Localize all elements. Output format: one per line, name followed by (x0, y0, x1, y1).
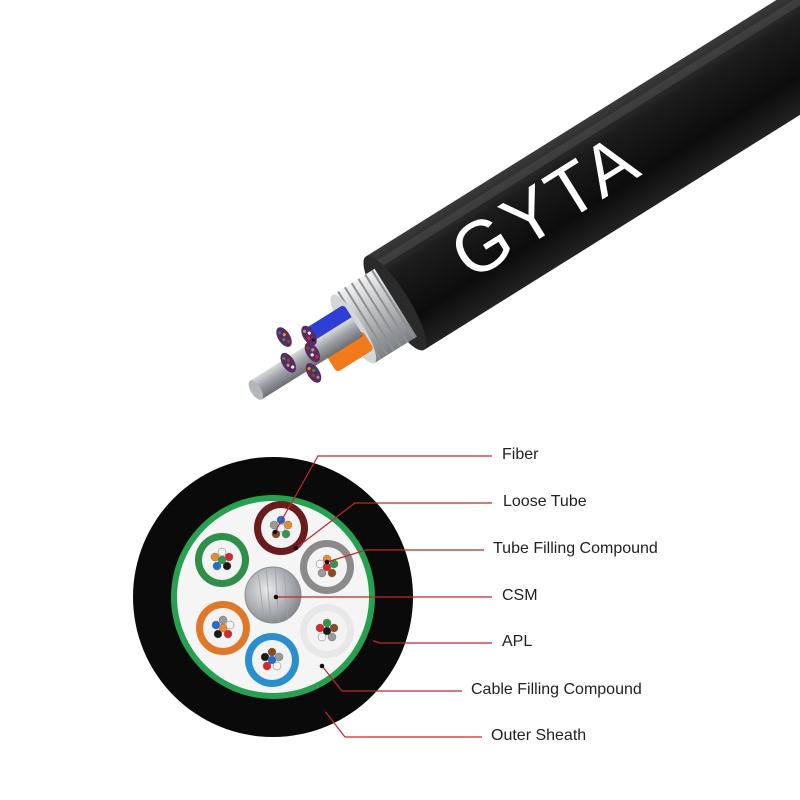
fiber-dot (217, 555, 227, 565)
fiber-bundle-end (276, 327, 292, 347)
fiber-strand (311, 348, 315, 352)
label-apl: APL (502, 633, 533, 650)
rod-end (248, 380, 264, 400)
leader-dot (319, 663, 325, 669)
fiber-dot (217, 547, 227, 557)
leader-line-loose-tube (295, 502, 492, 549)
leader-line-apl (370, 639, 492, 644)
central-rod (250, 317, 364, 400)
label-outer-sheath: Outer Sheath (491, 727, 587, 744)
fiber-strand (282, 332, 286, 337)
fiber-strand (291, 365, 295, 369)
fiber-strand (307, 367, 311, 371)
fiber-strand (312, 368, 316, 373)
leader-dot (273, 594, 279, 600)
orange-loose-tube (326, 332, 373, 371)
fiber-strand (316, 375, 320, 379)
leader-dot (324, 559, 330, 565)
fiber-strand (282, 337, 286, 342)
fiber-strand (286, 339, 291, 343)
fiber-dot (212, 561, 222, 571)
leader-dot (293, 545, 299, 551)
fiber-strand (286, 363, 290, 367)
fiber-dot (317, 632, 327, 642)
label-csm: CSM (502, 587, 538, 604)
leader-line-fiber (274, 455, 492, 533)
jacket-highlight (370, 0, 800, 271)
fiber-strand (311, 338, 316, 342)
leader-dot (321, 707, 327, 713)
fiber-dot (272, 661, 282, 671)
label-fiber: Fiber (502, 446, 539, 463)
fiber-dot (218, 615, 228, 625)
fiber-dot (213, 629, 223, 639)
fiber-strand (282, 356, 286, 361)
fiber-strand (286, 358, 291, 362)
fiber-dot (322, 626, 332, 636)
fiber-strand (302, 329, 307, 333)
fiber-strand (306, 346, 310, 350)
leader-line-cable-filling (321, 665, 462, 692)
fiber-dot (262, 661, 272, 671)
label-cable-filling-compound: Cable Filling Compound (471, 681, 642, 698)
fiber-strand (315, 355, 319, 359)
fiber-dot (222, 561, 232, 571)
fiber-dot (327, 568, 337, 578)
leader-dot (272, 529, 278, 535)
fiber-dot (267, 655, 277, 665)
fiber-strand (307, 336, 311, 340)
fiber-dot (267, 647, 277, 657)
fiber-strand (277, 331, 282, 335)
csm-core (244, 566, 302, 624)
fiber-dot (223, 629, 233, 639)
leader-line-tube-filling (326, 549, 484, 563)
label-loose-tube: Loose Tube (503, 493, 587, 510)
fiber-dot (322, 618, 332, 628)
leader-line-outer-sheath (323, 709, 482, 738)
fiber-strand (307, 331, 311, 335)
fiber-dot (327, 632, 337, 642)
fiber-strand (310, 353, 314, 357)
fiber-strand (311, 373, 315, 378)
fiber-dot (281, 529, 291, 539)
fiber-dot (317, 568, 327, 578)
leader-dot (368, 637, 374, 643)
fiber-dot (218, 623, 228, 633)
outer-jacket (365, 0, 800, 350)
label-tube-filling-compound: Tube Filling Compound (493, 540, 658, 557)
